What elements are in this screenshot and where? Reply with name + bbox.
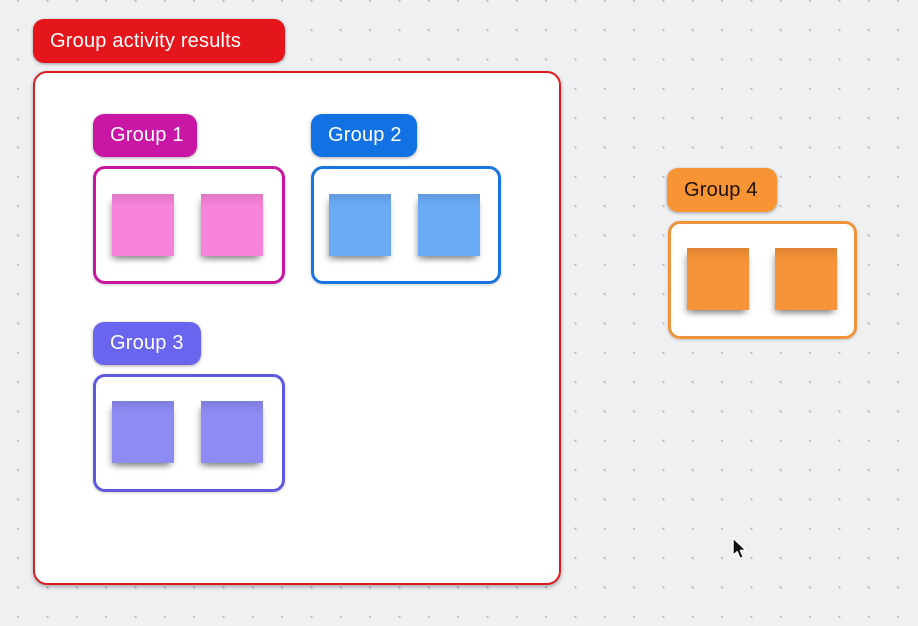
sticky-note[interactable] (329, 194, 391, 256)
cursor-arrow-icon (732, 537, 747, 560)
sticky-note[interactable] (201, 401, 263, 463)
group-3-frame[interactable] (93, 374, 285, 492)
title-label[interactable]: Group activity results (33, 19, 285, 63)
sticky-note[interactable] (112, 401, 174, 463)
group-1-label[interactable]: Group 1 (93, 114, 197, 157)
group-4-frame[interactable] (668, 221, 857, 339)
sticky-note[interactable] (687, 248, 749, 310)
sticky-note[interactable] (418, 194, 480, 256)
group-4-label[interactable]: Group 4 (667, 168, 777, 212)
sticky-note[interactable] (112, 194, 174, 256)
group-3-label[interactable]: Group 3 (93, 322, 201, 365)
group-1-frame[interactable] (93, 166, 285, 284)
sticky-note[interactable] (201, 194, 263, 256)
group-2-frame[interactable] (311, 166, 501, 284)
group-2-label[interactable]: Group 2 (311, 114, 417, 157)
sticky-note[interactable] (775, 248, 837, 310)
